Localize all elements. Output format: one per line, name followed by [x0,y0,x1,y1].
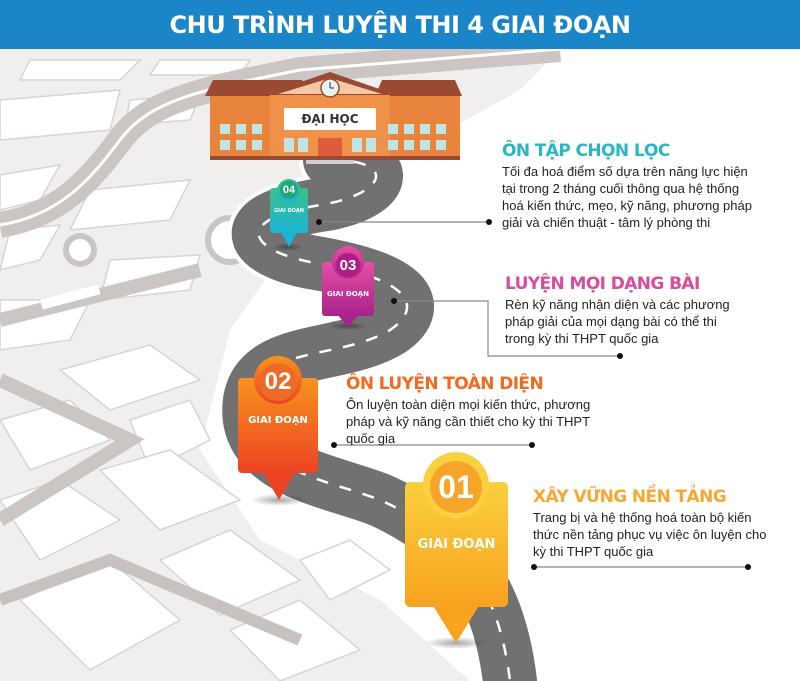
step-line: kỳ thi THPT quốc gia [533,544,654,559]
city-map [0,49,562,681]
stage-label: GIAI ĐOẠN [417,537,496,552]
map-background [0,49,751,681]
stage-pin-03: 03 GIAI ĐOẠN [322,253,374,323]
step-line: Rèn kỹ năng nhận diện và các phương [505,297,730,312]
step-line: trong kỳ thi THPT quốc gia [505,331,659,346]
stage-number: 04 [282,184,296,196]
university-sign-text: ĐẠI HỌC [301,112,359,126]
stage-label: GIAI ĐOẠN [274,208,304,214]
step-line: quốc gia [346,431,396,446]
university-sign: ĐẠI HỌC [284,108,376,130]
stage-pin-01: 01 GIAI ĐOẠN [405,461,508,591]
pin-03-shape [322,246,374,327]
step-title: ÔN TẬP CHỌN LỌC [502,141,670,161]
winding-road [218,129,541,681]
step-body: Ôn luyện toàn diện mọi kiến thức, phương… [346,396,606,447]
stage-label: GIAI ĐOẠN [248,415,308,426]
pin-02-shape [238,356,318,500]
step-line: hoá kiến thức, mẹo, kỹ năng, phương pháp [502,198,752,213]
step-title: XÂY VỮNG NỀN TẢNG [533,487,727,507]
pin-04-shape [270,179,308,247]
step-01-description: XÂY VỮNG NỀN TẢNG Trang bị và hệ thống h… [533,487,778,560]
step-line: tại trong 2 tháng cuối thông qua hệ thốn… [502,181,740,196]
title-banner: CHU TRÌNH LUYỆN THI 4 GIAI ĐOẠN [0,0,800,49]
stage-number: 01 [438,468,474,505]
stage-label: GIAI ĐOẠN [327,290,369,298]
step-title: LUYỆN MỌI DẠNG BÀI [505,274,700,294]
step-line: thức nền tảng phục vụ việc ôn luyện cho [533,527,767,542]
step-line: pháp và kỹ năng cần thiết cho kỳ thi THP… [346,414,591,429]
step-line: Trang bị và hệ thống hoá toàn bộ kiến [533,510,752,525]
stage-number: 03 [339,256,357,274]
stage-pin-02: 02 GIAI ĐOẠN [238,363,318,463]
step-title: ÔN LUYỆN TOÀN DIỆN [346,374,544,394]
step-04-description: ÔN TẬP CHỌN LỌC Tối đa hoá điểm số dựa t… [502,141,792,231]
stage-number: 02 [264,368,292,395]
stage-pin-04: 04 GIAI ĐOẠN [270,181,308,241]
step-body: Tối đa hoá điểm số dựa trên năng lực hiệ… [502,163,792,231]
step-body: Rèn kỹ năng nhận diện và các phương pháp… [505,296,760,347]
connector-lines [319,221,748,568]
step-line: giải và chiến thuật - tâm lý phòng thi [502,215,711,230]
page-title: CHU TRÌNH LUYỆN THI 4 GIAI ĐOẠN [169,10,631,39]
step-body: Trang bị và hệ thống hoá toàn bộ kiến th… [533,509,778,560]
step-02-description: ÔN LUYỆN TOÀN DIỆN Ôn luyện toàn diện mọ… [346,374,606,447]
step-line: Ôn luyện toàn diện mọi kiến thức, phương [346,397,591,412]
step-line: pháp giải của mọi dạng bài có thể thi [505,314,717,329]
pin-01-shape [405,452,508,643]
step-03-description: LUYỆN MỌI DẠNG BÀI Rèn kỹ năng nhận diện… [505,274,760,347]
university-building [205,72,462,164]
roadmap-stage: ĐẠI HỌC 04 GIAI ĐOẠN 03 GIAI ĐOẠN 02 GIA… [0,49,800,681]
step-line: Tối đa hoá điểm số dựa trên năng lực hiệ… [502,164,748,179]
